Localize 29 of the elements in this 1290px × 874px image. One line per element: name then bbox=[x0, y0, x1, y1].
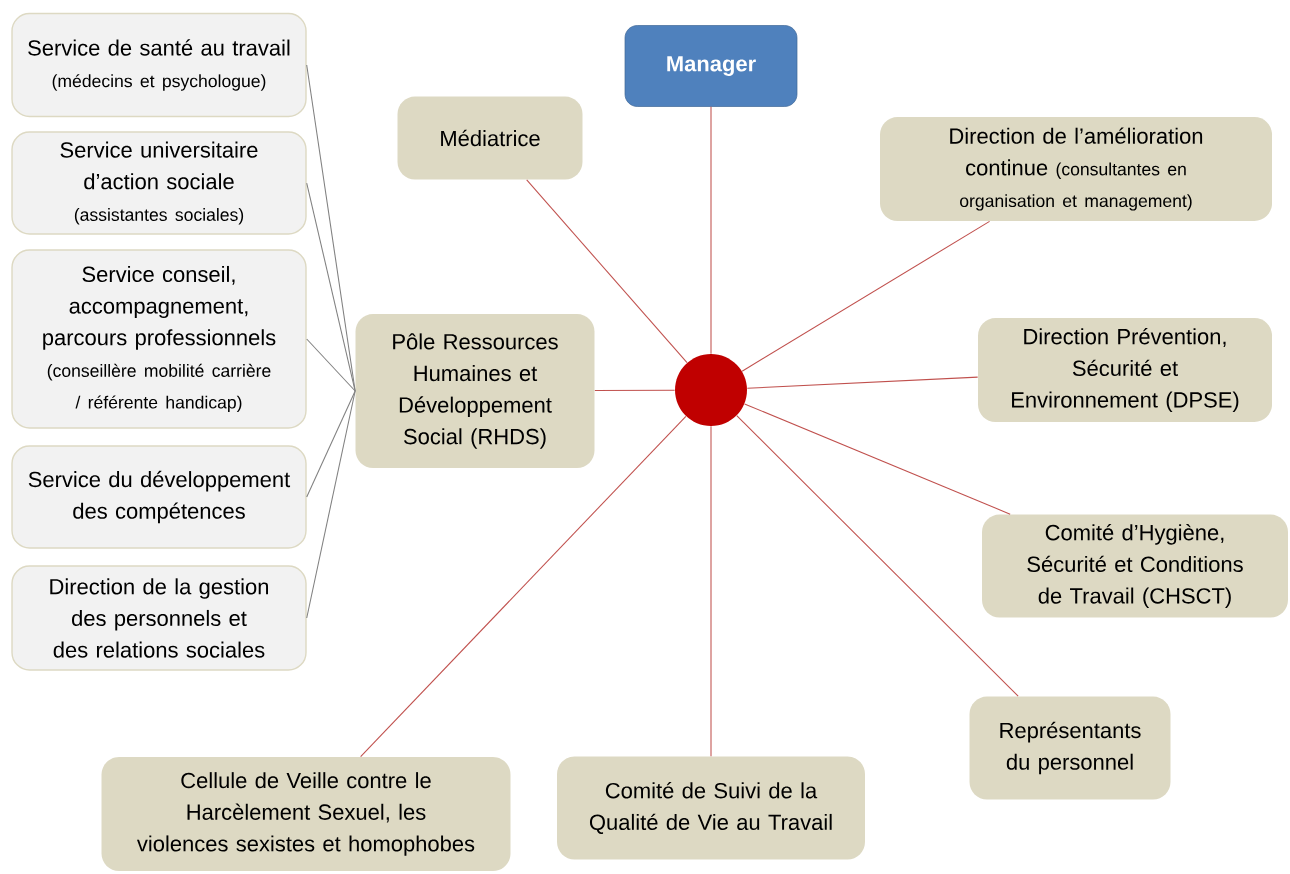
connector-line bbox=[741, 220, 991, 372]
entity-box: Direction de l’amélioration continue (consultantes en organisation et management) bbox=[880, 117, 1272, 221]
connector-line bbox=[594, 389, 676, 392]
connector-line bbox=[306, 338, 356, 392]
connector-line bbox=[710, 425, 712, 757]
connector-line bbox=[744, 403, 1011, 515]
entity-box: Comité d’Hygiène, Sécurité et Conditions de Travail (CHSCT) bbox=[982, 514, 1288, 618]
connector-line bbox=[746, 376, 979, 389]
connector-line bbox=[306, 390, 356, 498]
service-box: Direction de la gestion des personnels et des relations sociales bbox=[11, 565, 307, 671]
manager-box: Manager bbox=[624, 25, 798, 107]
entity-box: Représentants du personnel bbox=[969, 696, 1171, 800]
hub-circle bbox=[675, 354, 747, 426]
connector-line bbox=[306, 64, 356, 392]
connector-line bbox=[526, 179, 688, 364]
connector-line bbox=[306, 182, 356, 392]
service-box: Service de santé au travail (médecins et psychologue) bbox=[11, 12, 307, 118]
connector-line bbox=[306, 390, 356, 619]
entity-box: Cellule de Veille contre le Harcèlement Sexuel, les violences sexistes et homophobes bbox=[101, 757, 511, 871]
connector-line bbox=[360, 415, 687, 758]
entity-box: Direction Prévention, Sécurité et Environnement (DPSE) bbox=[978, 318, 1272, 422]
entity-box: Comité de Suivi de la Qualité de Vie au Travail bbox=[557, 756, 865, 860]
connector-line bbox=[736, 415, 1019, 697]
service-box: Service du développement des compétences bbox=[11, 445, 307, 549]
entity-box: Médiatrice bbox=[397, 96, 583, 180]
entity-box: Pôle Ressources Humaines et Développement Social (RHDS) bbox=[355, 314, 595, 468]
service-box: Service universitaire d’action sociale (assistantes sociales) bbox=[11, 131, 307, 235]
connector-line bbox=[710, 106, 712, 355]
service-box: Service conseil, accompagnement, parcours professionnels (conseillère mobilité carrière / référente handicap) bbox=[11, 249, 307, 429]
